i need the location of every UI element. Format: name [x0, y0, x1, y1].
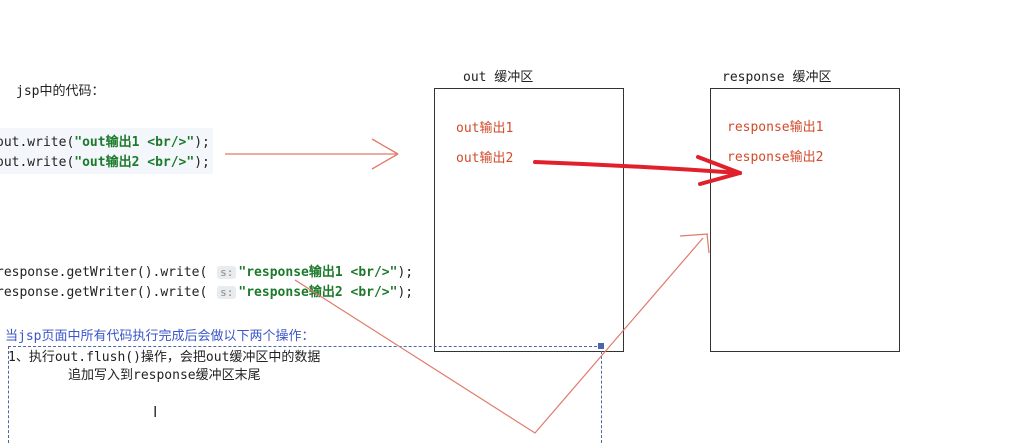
note-line-1: 1、执行out.flush()操作，会把out缓冲区中的数据 — [8, 350, 321, 365]
note-title: 当jsp页面中所有代码执行完成后会做以下两个操作： — [5, 329, 315, 344]
out-buffer-box — [434, 88, 624, 352]
response-buffer-item-1: response输出1 — [727, 120, 824, 135]
frame-handle[interactable] — [598, 343, 604, 349]
response-code-line-1: response.getWriter().write( s:"response输… — [0, 265, 414, 280]
out-code-line-2: out.write("out输出2 <br/>"); — [0, 155, 210, 170]
response-buffer-box — [710, 88, 900, 352]
out-code-block — [0, 128, 213, 174]
response-write-arrow — [294, 233, 710, 434]
param-hint: s: — [217, 266, 237, 279]
out-code-line-1: out.write("out输出1 <br/>"); — [0, 135, 210, 150]
response-buffer-title: response 缓冲区 — [722, 70, 832, 85]
response-code-line-2: response.getWriter().write( s:"response输… — [0, 285, 414, 300]
out-buffer-title: out 缓冲区 — [463, 70, 534, 85]
jsp-code-label: jsp中的代码： — [16, 84, 105, 99]
text-cursor-icon: I — [153, 403, 158, 421]
param-hint: s: — [217, 286, 237, 299]
dashed-frame-top — [8, 346, 602, 347]
dashed-frame-left — [8, 346, 9, 443]
response-buffer-item-2: response输出2 — [727, 150, 824, 165]
out-buffer-item-1: out输出1 — [456, 121, 514, 136]
note-line-2: 追加写入到response缓冲区末尾 — [68, 368, 261, 383]
out-to-buffer-arrow — [225, 138, 399, 170]
flush-bold-arrow — [533, 155, 742, 186]
out-buffer-item-2: out输出2 — [456, 151, 514, 166]
dashed-frame-right — [601, 346, 602, 443]
